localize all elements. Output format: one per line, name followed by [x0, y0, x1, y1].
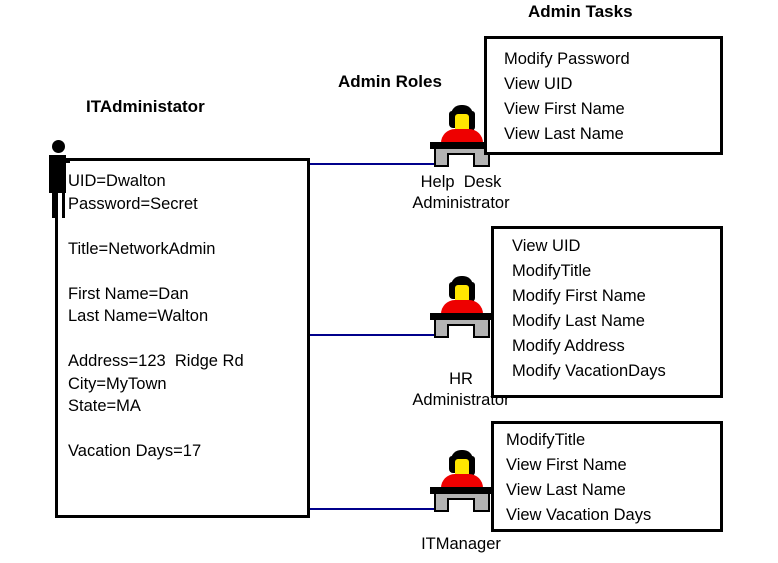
task-list-hr-administrator: View UID ModifyTitle Modify First Name M… — [512, 237, 666, 380]
connector-it-manager — [310, 508, 438, 510]
task-box-help-desk-administrator — [484, 36, 723, 155]
desk-top-icon — [430, 142, 494, 149]
person-hair-left-icon — [449, 111, 456, 128]
connector-hr — [310, 334, 438, 336]
desk-opening-icon — [447, 153, 475, 167]
actor-left-leg-icon — [52, 190, 56, 218]
person-hair-right-icon — [468, 282, 475, 302]
person-hair-left-icon — [449, 456, 456, 473]
actor-body-icon — [49, 155, 66, 193]
person-hair-left-icon — [449, 282, 456, 299]
desk-top-icon — [430, 313, 494, 320]
actor-right-leg-icon — [62, 172, 65, 218]
task-list-it-manager: ModifyTitle View First Name View Last Na… — [506, 431, 652, 524]
actor-arm-icon — [61, 159, 70, 163]
role-figure-hr-administrator — [425, 276, 497, 338]
actor-head-icon — [52, 140, 65, 153]
task-box-it-manager — [491, 421, 723, 532]
role-label-it-manager: ITManager — [421, 535, 501, 553]
admin-roles-title: Admin Roles — [338, 72, 442, 91]
role-label-hr-administrator: HR Administrator — [412, 370, 510, 409]
it-administator-title: ITAdministator — [86, 97, 205, 116]
role-label-help-desk-administrator: Help Desk Administrator — [412, 173, 510, 212]
person-hair-right-icon — [468, 111, 475, 131]
desk-top-icon — [430, 487, 494, 494]
person-hair-right-icon — [468, 456, 475, 476]
desk-opening-icon — [447, 324, 475, 338]
task-box-hr-administrator — [491, 226, 723, 398]
it-administrator-entity-box — [55, 158, 310, 518]
connector-help-desk — [310, 163, 438, 165]
role-figure-it-manager — [425, 450, 497, 512]
role-figure-help-desk-administrator — [425, 105, 497, 167]
task-list-help-desk-administrator: Modify Password View UID View First Name… — [504, 50, 630, 143]
it-administrator-actor-icon — [43, 140, 77, 218]
it-administrator-attribute-list: UID=Dwalton Password=Secret Title=Networ… — [68, 172, 244, 460]
admin-tasks-title: Admin Tasks — [528, 2, 633, 21]
desk-opening-icon — [447, 498, 475, 512]
